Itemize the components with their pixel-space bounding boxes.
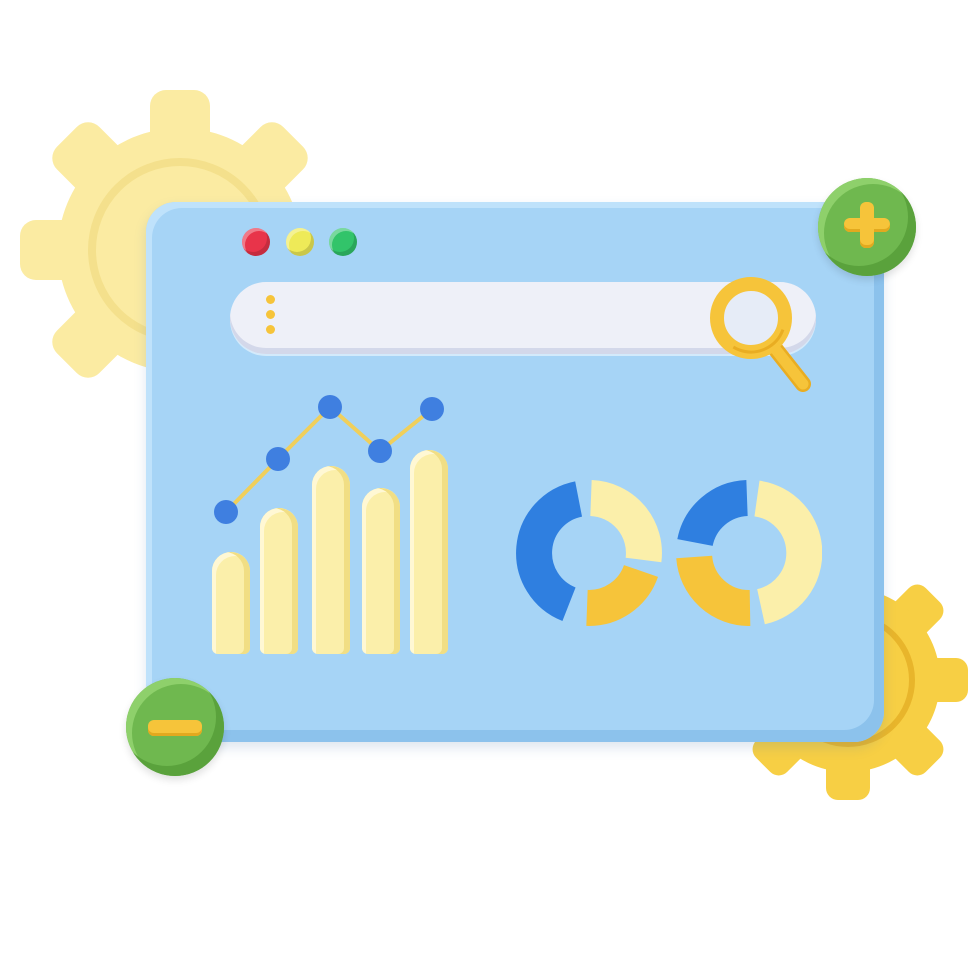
close-dot[interactable] (242, 228, 270, 256)
chart-bar (362, 488, 400, 654)
chart-bar (312, 466, 350, 654)
plus-icon (860, 202, 874, 248)
search-icon[interactable] (705, 272, 815, 396)
more-options-icon[interactable] (266, 295, 276, 340)
line-point (368, 439, 392, 463)
add-button[interactable] (818, 178, 916, 276)
chart-bar (410, 450, 448, 654)
donut-chart (516, 480, 662, 626)
donut-chart (676, 480, 822, 626)
chart-bar (212, 552, 250, 654)
minus-icon (148, 720, 202, 736)
line-point (420, 397, 444, 421)
maximize-dot[interactable] (329, 228, 357, 256)
chart-bar (260, 508, 298, 654)
line-point (266, 447, 290, 471)
minimize-dot[interactable] (286, 228, 314, 256)
line-point (318, 395, 342, 419)
line-chart (214, 395, 444, 524)
remove-button[interactable] (126, 678, 224, 776)
line-point (214, 500, 238, 524)
